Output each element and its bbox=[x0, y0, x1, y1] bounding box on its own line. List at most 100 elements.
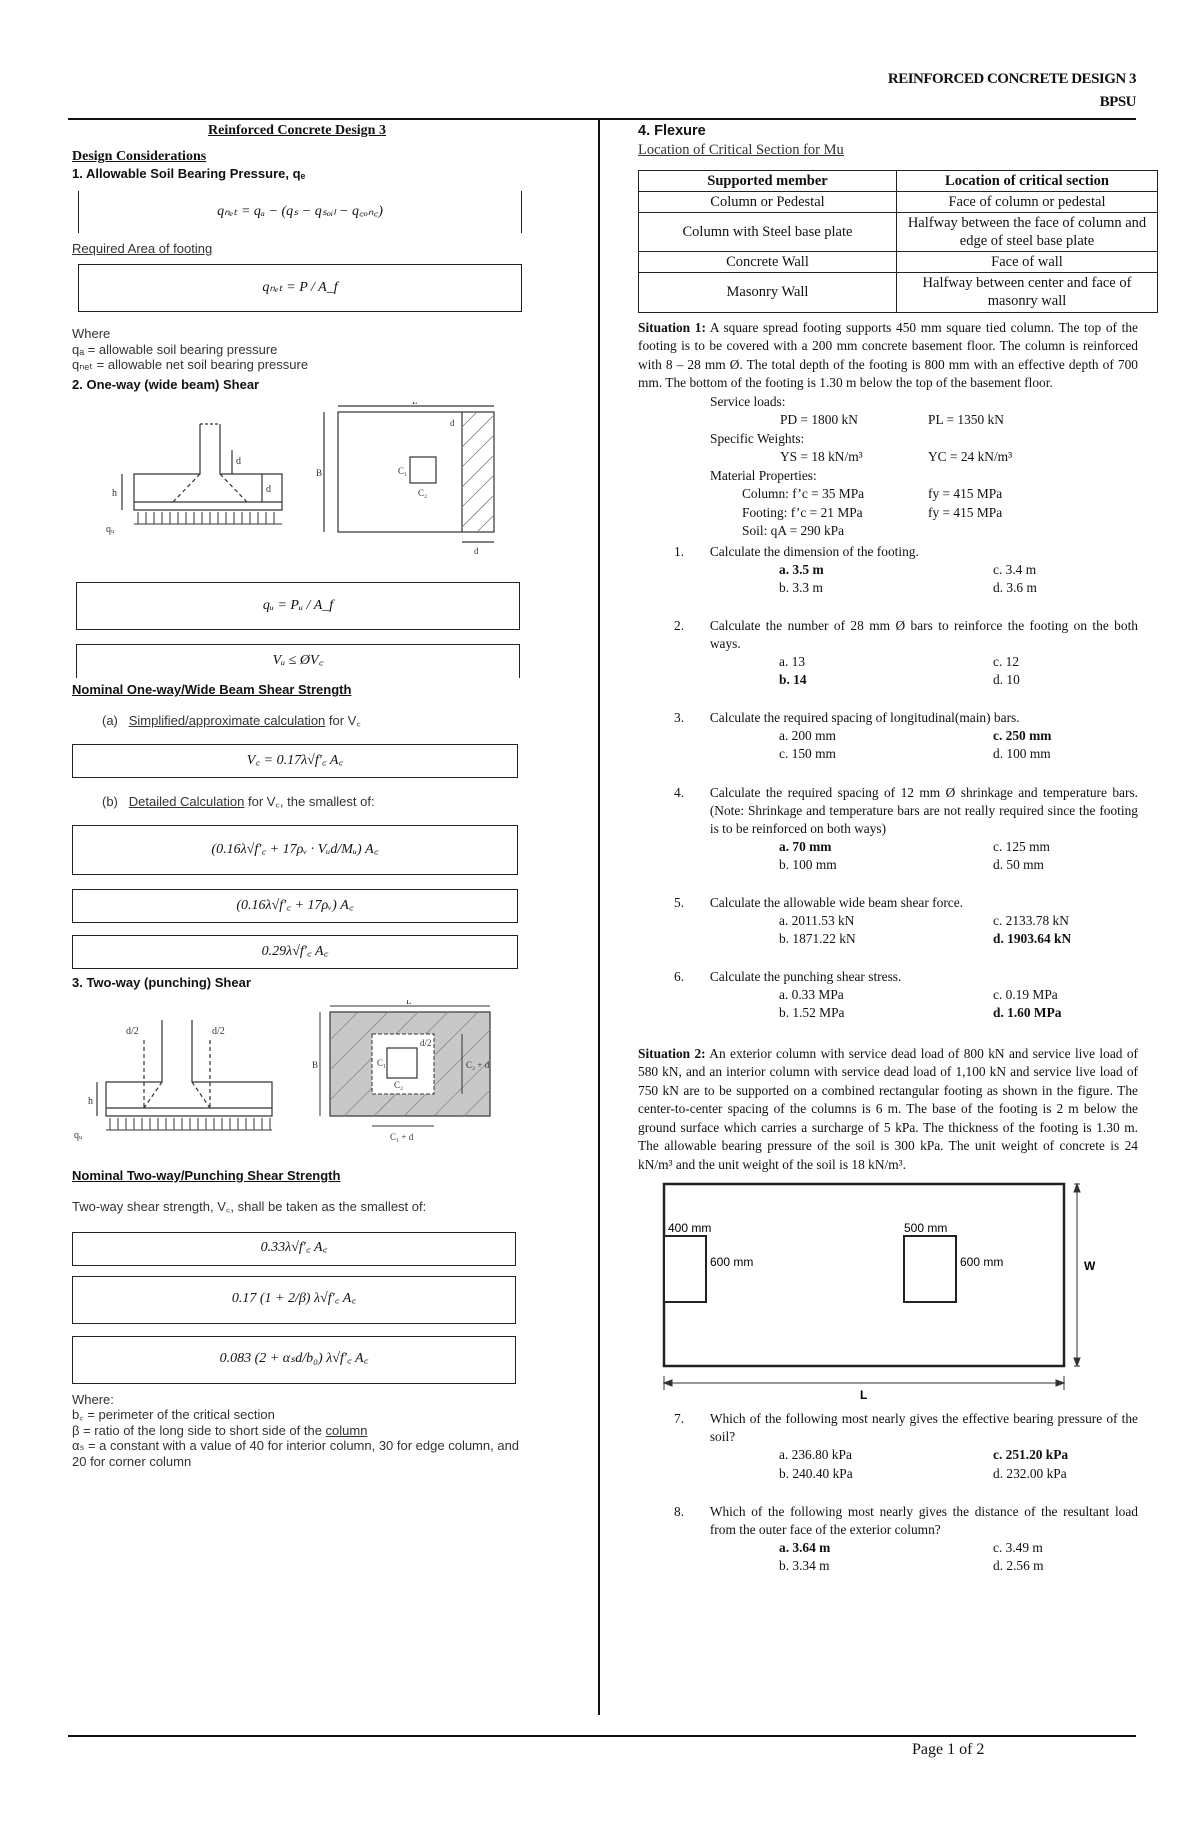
option: b. 1.52 MPa bbox=[779, 1005, 845, 1021]
question-2-options: a. 13 c. 12 b. 14 d. 10 bbox=[779, 653, 1138, 689]
nominal-one-way-heading: Nominal One-way/Wide Beam Shear Strength bbox=[72, 682, 352, 698]
vc-two-way-eq2: 0.17 (1 + 2/β) λ√f′꜀ A꜀ bbox=[72, 1275, 516, 1324]
table-row: Concrete Wall Face of wall bbox=[638, 251, 1158, 274]
option-b-label: (b) bbox=[102, 793, 118, 809]
fig2-B-label: B bbox=[312, 1060, 318, 1070]
question-8: 8.Which of the following most nearly giv… bbox=[674, 1503, 1138, 1537]
fig1-d2-label: d bbox=[266, 484, 271, 495]
where2-label: Where: bbox=[72, 1391, 114, 1407]
soil-capacity: Soil: qA = 290 kPa bbox=[742, 523, 845, 539]
fig2-c2-label: C₂ bbox=[394, 1080, 403, 1090]
column-fy: fy = 415 MPa bbox=[928, 486, 1003, 502]
option: c. 125 mm bbox=[993, 838, 1050, 854]
question-1-options: a. 3.5 m c. 3.4 m b. 3.3 m d. 3.6 m bbox=[779, 561, 1138, 597]
option-a-label: (a) bbox=[102, 712, 118, 728]
ys-value: YS = 18 kN/m³ bbox=[780, 449, 863, 465]
pd-value: PD = 1800 kN bbox=[780, 412, 858, 428]
width-W-label: W bbox=[1084, 1259, 1096, 1273]
bottom-rule bbox=[68, 1735, 1136, 1737]
option: b. 14 bbox=[779, 672, 807, 688]
option-b-text: Detailed Calculation bbox=[128, 793, 245, 809]
vc-detailed-eq2: (0.16λ√f′꜀ + 17ρᵥ) A꜀ bbox=[72, 888, 518, 923]
length-L-label: L bbox=[860, 1388, 867, 1400]
option: d. 232.00 kPa bbox=[993, 1465, 1067, 1481]
option-a-line: (a) Simplified/approximate calculation f… bbox=[102, 713, 522, 730]
fig1-d-label: d bbox=[236, 456, 241, 467]
table-header-location: Location of critical section bbox=[896, 169, 1158, 192]
where-qnet: qₙₑₜ = allowable net soil bearing pressu… bbox=[72, 357, 309, 373]
fig2-d2-plan: d/2 bbox=[420, 1038, 432, 1048]
vc-two-way-eq3: 0.083 (2 + αₛd/b₀) λ√f′꜀ A꜀ bbox=[72, 1335, 516, 1384]
question-4: 4.Calculate the required spacing of 12 m… bbox=[674, 784, 1138, 836]
option: c. 250 mm bbox=[993, 728, 1052, 744]
question-1: 1.Calculate the dimension of the footing… bbox=[674, 543, 919, 559]
left-title: Reinforced Concrete Design 3 bbox=[208, 123, 386, 138]
col1-width-label: 400 mm bbox=[668, 1221, 711, 1235]
question-7: 7.Which of the following most nearly giv… bbox=[674, 1411, 1138, 1445]
where-block: Where qₐ = allowable soil bearing pressu… bbox=[72, 326, 522, 373]
fig1-c2-label: C₂ bbox=[418, 488, 427, 498]
col2-height-label: 600 mm bbox=[960, 1255, 1003, 1269]
option: b. 3.34 m bbox=[779, 1557, 830, 1573]
option: c. 0.19 MPa bbox=[993, 987, 1058, 1003]
flexure-heading: 4. Flexure bbox=[638, 123, 706, 139]
combined-footing-diagram: 400 mm 600 mm 500 mm 600 mm W L bbox=[662, 1182, 1096, 1402]
option: c. 150 mm bbox=[779, 746, 836, 762]
fig1-plan-d-label: d bbox=[450, 418, 455, 428]
table-header-member: Supported member bbox=[638, 169, 897, 192]
column-divider bbox=[598, 120, 600, 1715]
option: d. 100 mm bbox=[993, 746, 1051, 762]
option: c. 12 bbox=[993, 654, 1020, 670]
option: d. 2.56 m bbox=[993, 1557, 1044, 1573]
fig2-c1-label: C₁ bbox=[377, 1058, 386, 1068]
fig2-h-label: h bbox=[88, 1096, 93, 1107]
situation-1-questions: 1.Calculate the dimension of the footing… bbox=[638, 543, 1138, 1023]
where-block-2: Where: b꜀ = perimeter of the critical se… bbox=[72, 1392, 522, 1470]
question-6: 6.Calculate the punching shear stress. bbox=[674, 969, 902, 985]
option-a-tail: for V꜀ bbox=[325, 712, 361, 728]
option: a. 2011.53 kN bbox=[779, 913, 855, 929]
option: d. 1.60 MPa bbox=[993, 1005, 1062, 1021]
option: d. 3.6 m bbox=[993, 579, 1037, 595]
required-area-heading: Required Area of footing bbox=[72, 241, 213, 257]
option: d. 10 bbox=[993, 672, 1020, 688]
fig1-qu-label: qᵤ bbox=[106, 524, 115, 535]
question-6-options: a. 0.33 MPa c. 0.19 MPa b. 1.52 MPa d. 1.6… bbox=[779, 986, 1138, 1022]
fig1-c1-label: C₁ bbox=[398, 466, 407, 476]
question-5: 5.Calculate the allowable wide beam shea… bbox=[674, 894, 964, 910]
where2-bc: b꜀ = perimeter of the critical section bbox=[72, 1407, 275, 1423]
option: a. 0.33 MPa bbox=[779, 987, 844, 1003]
two-way-intro: Two-way shear strength, V꜀, shall be tak… bbox=[72, 1198, 427, 1214]
design-considerations-heading: Design Considerations bbox=[72, 149, 207, 165]
option: a. 3.5 m bbox=[779, 561, 824, 577]
fig1-L-label: L bbox=[412, 402, 418, 406]
option: a. 13 bbox=[779, 654, 806, 670]
footing-fy: fy = 415 MPa bbox=[928, 504, 1003, 520]
right-column: 4. Flexure Location of Critical Section … bbox=[638, 122, 1158, 1575]
question-3: 3.Calculate the required spacing of long… bbox=[674, 710, 1020, 726]
question-2: 2.Calculate the number of 28 mm Ø bars t… bbox=[674, 617, 1138, 651]
option: b. 3.3 m bbox=[779, 579, 823, 595]
critical-section-table: Supported member Location of critical se… bbox=[638, 169, 1158, 313]
situation-2-questions: 7.Which of the following most nearly giv… bbox=[638, 1410, 1138, 1575]
fig1-h-label: h bbox=[112, 488, 117, 499]
vc-two-way-eq1: 0.33λ√f′꜀ A꜀ bbox=[72, 1231, 516, 1266]
qu-equation: qᵤ = Pᵤ / A_f bbox=[76, 582, 520, 631]
col2-width-label: 500 mm bbox=[904, 1221, 947, 1235]
institution: BPSU bbox=[1099, 93, 1137, 110]
option: a. 70 mm bbox=[779, 838, 832, 854]
table-row: Column with Steel base plate Halfway bet… bbox=[638, 211, 1158, 253]
vu-equation: Vᵤ ≤ ØV꜀ bbox=[76, 644, 520, 679]
where2-beta: β = ratio of the long side to short side… bbox=[72, 1422, 368, 1438]
situation-1-text: Situation 1: A square spread footing sup… bbox=[638, 319, 1139, 391]
yc-value: YC = 24 kN/m³ bbox=[928, 449, 1013, 465]
top-rule bbox=[68, 118, 1136, 120]
nominal-two-way-heading: Nominal Two-way/Punching Shear Strength bbox=[72, 1167, 341, 1183]
option-b-tail: for V꜀, the smallest of: bbox=[244, 793, 375, 809]
option: c. 3.4 m bbox=[993, 561, 1037, 577]
vc-detailed-eq1: (0.16λ√f′꜀ + 17ρᵥ · Vᵤd/Mᵤ) A꜀ bbox=[72, 824, 518, 875]
option: c. 3.49 m bbox=[993, 1539, 1043, 1555]
